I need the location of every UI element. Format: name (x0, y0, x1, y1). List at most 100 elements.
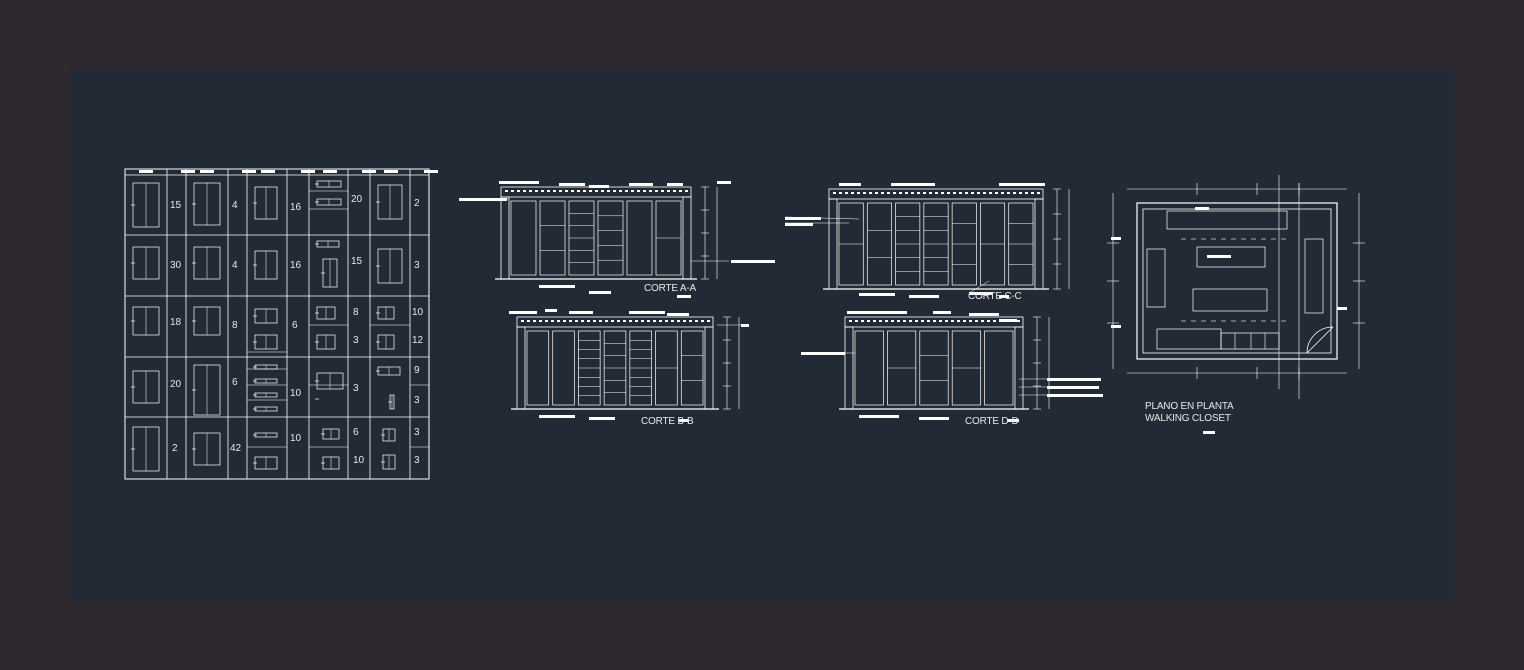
slab-hatch (1001, 192, 1004, 194)
section-wall (516, 326, 526, 410)
annotation-tag (559, 183, 585, 186)
schedule-count: 12 (412, 335, 424, 346)
annotation-tag (667, 183, 683, 186)
slab-hatch (601, 190, 604, 192)
schedule-count: 6 (232, 377, 238, 388)
annotation-tag (667, 313, 689, 316)
slab-hatch (909, 320, 912, 322)
slab-hatch (505, 190, 508, 192)
slab-hatch (929, 192, 932, 194)
header-tick (301, 170, 315, 173)
section-wall (1034, 198, 1044, 290)
leader-label (731, 260, 775, 263)
section-wall (844, 326, 854, 410)
section-wall (704, 326, 714, 410)
schedule-count: 10 (290, 388, 302, 399)
leader-label (1047, 386, 1099, 389)
schedule-count: 15 (170, 200, 182, 211)
slab-hatch (683, 320, 686, 322)
header-tick (362, 170, 376, 173)
slab-hatch (569, 320, 572, 322)
slab-hatch (897, 320, 900, 322)
schedule-count: 6 (292, 320, 298, 331)
leader-label (459, 198, 507, 201)
slab-hatch (701, 320, 704, 322)
slab-hatch (559, 190, 562, 192)
slab-hatch (539, 320, 542, 322)
slab-hatch (631, 190, 634, 192)
closet-module (854, 330, 884, 406)
slab-hatch (879, 320, 882, 322)
slab-hatch (583, 190, 586, 192)
plan-storage (1156, 328, 1222, 350)
plan-inner-wall (1142, 208, 1332, 354)
slab-hatch (1025, 192, 1028, 194)
annotation-tag (839, 183, 861, 186)
annotation-tag (545, 309, 557, 312)
slab-hatch (575, 320, 578, 322)
closet-module (984, 330, 1014, 406)
slab-hatch (563, 320, 566, 322)
plan-title: PLANO EN PLANTA (1145, 401, 1234, 412)
schedule-count: 10 (353, 455, 365, 466)
annotation-tag (933, 311, 951, 314)
section-wall (828, 198, 838, 290)
plan-bench (1146, 248, 1166, 308)
slab-hatch (619, 190, 622, 192)
annotation-tag (1007, 419, 1019, 422)
slab-hatch (613, 190, 616, 192)
annotation-tag (859, 293, 895, 296)
slab-hatch (1017, 320, 1020, 322)
leader-label (785, 217, 821, 220)
slab-hatch (945, 320, 948, 322)
slab-hatch (535, 190, 538, 192)
slab-hatch (849, 320, 852, 322)
header-tick (200, 170, 214, 173)
slab-hatch (953, 192, 956, 194)
slab-hatch (875, 192, 878, 194)
slab-hatch (863, 192, 866, 194)
closet-module (626, 200, 653, 276)
slab-hatch (677, 320, 680, 322)
slab-hatch (885, 320, 888, 322)
plan-subtitle: WALKING CLOSET (1145, 413, 1231, 424)
slab-hatch (951, 320, 954, 322)
slab-hatch (529, 190, 532, 192)
slab-hatch (527, 320, 530, 322)
slab-hatch (587, 320, 590, 322)
annotation-tag (509, 311, 537, 314)
slab-hatch (851, 192, 854, 194)
closet-module (552, 330, 575, 406)
slab-hatch (667, 190, 670, 192)
slab-hatch (1007, 192, 1010, 194)
schedule-count: 4 (232, 260, 238, 271)
plan-storage (1166, 210, 1288, 230)
annotation-tag (859, 415, 899, 418)
leader-label (1047, 378, 1101, 381)
slab-hatch (659, 320, 662, 322)
slab-hatch (649, 190, 652, 192)
slab-hatch (695, 320, 698, 322)
slab-hatch (915, 320, 918, 322)
slab-hatch (653, 320, 656, 322)
slab-hatch (893, 192, 896, 194)
plan-island (1192, 288, 1268, 312)
annotation-tag (589, 185, 609, 188)
leader-label (741, 324, 749, 327)
schedule-count: 6 (353, 427, 359, 438)
slab-hatch (671, 320, 674, 322)
schedule-count: 3 (414, 455, 420, 466)
leader-label (1047, 394, 1103, 397)
section-wall (1014, 326, 1024, 410)
slab-hatch (1037, 192, 1040, 194)
annotation-tag (539, 285, 575, 288)
slab-hatch (995, 192, 998, 194)
slab-hatch (547, 190, 550, 192)
section-title-cc: CORTE C-C (968, 291, 1022, 302)
plan-storage (1220, 332, 1280, 350)
slab-hatch (993, 320, 996, 322)
schedule-count: 42 (230, 443, 242, 454)
slab-hatch (655, 190, 658, 192)
slab-hatch (857, 192, 860, 194)
closet-module (526, 330, 550, 406)
